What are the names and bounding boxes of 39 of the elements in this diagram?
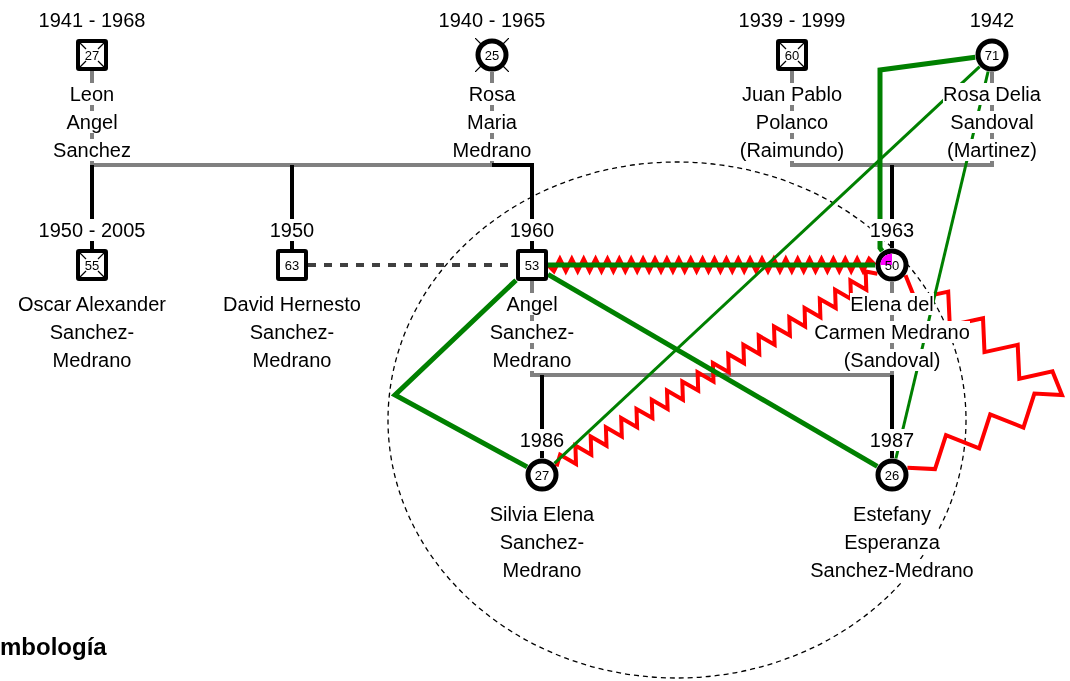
age-label: 26 (884, 468, 900, 482)
female-symbol (475, 38, 509, 72)
age-label: 63 (284, 258, 300, 272)
name-label: Rosa Maria Medrano (451, 82, 533, 163)
year-label: 1950 - 2005 (38, 219, 146, 241)
name-label: Leon Angel Sanchez (52, 82, 132, 163)
age-label: 53 (524, 258, 540, 272)
year-label: 1960 (509, 219, 555, 241)
year-label: 1950 (269, 219, 315, 241)
age-label: 60 (784, 48, 800, 62)
female-symbol (875, 248, 909, 282)
male-symbol (76, 39, 108, 71)
male-symbol (516, 249, 548, 281)
age-label: 25 (484, 48, 500, 62)
relationship-line (553, 65, 981, 465)
male-symbol (276, 249, 308, 281)
female-symbol (975, 38, 1009, 72)
name-label: Elena del Carmen Medrano (Sandoval) (813, 292, 971, 373)
year-label: 1986 (519, 429, 565, 451)
male-symbol (76, 249, 108, 281)
conflict-line (903, 274, 1066, 472)
year-label: 1987 (869, 429, 915, 451)
close-relationship-line (390, 278, 529, 470)
name-label: Angel Sanchez-Medrano (488, 292, 576, 373)
name-label: Rosa Delia Sandoval (Martinez) (942, 82, 1042, 163)
age-label: 50 (884, 258, 900, 272)
close-relationship-line (548, 262, 875, 268)
male-symbol (776, 39, 808, 71)
age-label: 71 (984, 48, 1000, 62)
section-heading: mbología (0, 633, 107, 661)
age-label: 27 (534, 468, 550, 482)
female-symbol (875, 458, 909, 492)
female-symbol (525, 458, 559, 492)
year-label: 1963 (869, 219, 915, 241)
child-line (492, 163, 534, 249)
close-relationship-line (877, 54, 976, 253)
age-label: 55 (84, 258, 100, 272)
age-label: 27 (84, 48, 100, 62)
name-label: Juan Pablo Polanco (Raimundo) (738, 82, 846, 163)
